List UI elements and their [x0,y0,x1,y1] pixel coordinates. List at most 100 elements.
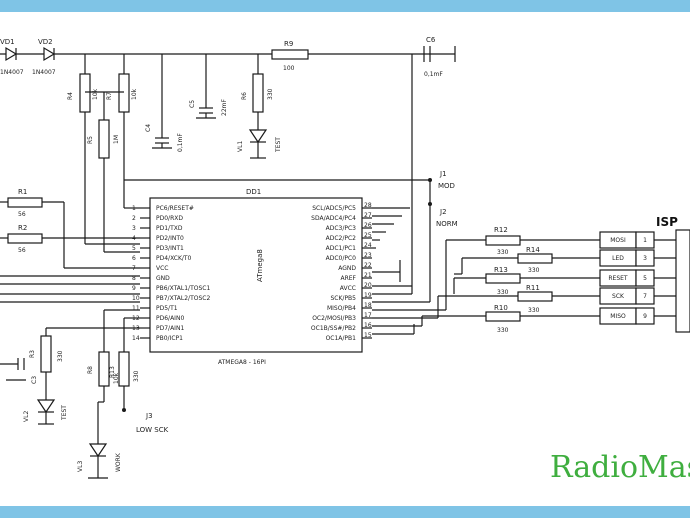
mcu-pin-number: 3 [132,225,136,232]
mcu-right-pins: 28SCL/ADC5/PC527SDA/ADC4/PC426ADC3/PC325… [311,202,372,342]
mcu-pin-name: PB6/XTAL1/TOSC1 [156,285,210,292]
mcu-pin-name: AREF [340,275,356,282]
mcu-right-wiring: J1 MOD J2 NORM [372,170,458,335]
mcu-pin-name: ADC1/PC1 [326,245,357,252]
mcu-body [149,197,363,353]
c3-label: C3 [31,376,38,384]
mcu-pin-number: 28 [364,202,372,209]
c4-label: C4 [145,124,152,132]
isp-pin-name: LED [612,255,624,262]
isp-pin-number: 1 [643,237,647,244]
isp-pin-name: MOSI [610,237,626,244]
resistor-r7 [118,73,130,113]
r7-value: 10k [131,88,138,100]
mcu-pin-name: PD1/TXD [156,225,183,232]
mcu-pin-name: ADC3/PC3 [326,225,357,232]
frame-bottom-border [0,506,690,518]
r9-value: 100 [283,65,295,72]
resistor-r9 [271,49,309,60]
mcu-pin-number: 22 [364,262,372,269]
r1-label: R1 [18,188,27,196]
r7-label: R7 [106,92,113,100]
resistor-r13-sck [118,351,130,387]
led-test-group: R3 330 VL2 TEST C3 [6,335,68,425]
mcu-pin-number: 21 [364,272,372,279]
mcu-package: ATMEGA8 - 16PI [218,359,266,366]
r11-label: R11 [526,284,540,292]
r12-label: R12 [494,226,508,234]
mcu-pin-number: 11 [132,305,140,312]
mcu-pin-name: PD5/T1 [156,305,178,312]
mcu-pin-number: 23 [364,252,372,259]
vd1-label: VD1 [0,38,15,46]
r5-value: 1M [113,135,120,144]
supply-decoupling: C4 0,1mF C5 22mF R6 330 VL1 TEST [145,54,282,159]
r10-label: R10 [494,304,508,312]
isp-pin-number: 7 [643,293,647,300]
vd2-label: VD2 [38,38,53,46]
r10-value: 330 [497,327,509,334]
mcu-pin-name: PC6/RESET# [156,205,194,212]
vl2-label: VL2 [23,411,30,422]
c4-value: 0,1mF [177,133,184,152]
j1-value: MOD [438,182,455,190]
isp-resistors: R12 330 R14 330 R13 330 R11 330 R10 [413,226,600,334]
led-vl2 [36,399,56,414]
isp-title: ISP [656,215,678,229]
resistor-r11 [517,291,553,302]
mcu-pin-number: 24 [364,242,372,249]
r8-label: R8 [87,366,94,374]
mcu-pin-name: AVCC [340,285,356,292]
mcu-pin-number: 14 [132,335,140,342]
r13-label: R13 [109,366,116,378]
mcu-pin-number: 15 [364,332,372,339]
vl1-label: VL1 [237,141,244,152]
diode-vd1 [5,46,18,62]
j2-label: J2 [439,208,447,216]
r13b-label: R13 [494,266,508,274]
mcu-pin-number: 6 [132,255,136,262]
r9-label: R9 [284,40,293,48]
mcu-pin-name: SDA/ADC4/PC4 [311,215,356,222]
mcu-pin-name: PD6/AIN0 [156,315,184,322]
mcu-pin-name: OC1B/SS#/PB2 [311,325,356,332]
r13-value: 330 [133,370,140,382]
mcu-pin-name: ADC2/PC2 [326,235,357,242]
mcu-pin-number: 5 [132,245,136,252]
isp-pin-number: 5 [643,275,647,282]
led-vl3 [88,443,108,458]
isp-header-body [675,229,690,333]
watermark: RadioMaster [550,450,690,485]
vl1-value: TEST [275,137,282,153]
input-resistors: R1 56 R2 56 [0,188,140,268]
mcu-pin-number: 16 [364,322,372,329]
mcu-pin-name: OC1A/PB1 [326,335,357,342]
mcu-left-wiring [0,179,430,365]
mcu-pin-name: PD7/AIN1 [156,325,184,332]
mcu-pin-name: AGND [338,265,356,272]
vd2-value: 1N4007 [32,69,56,76]
led-vl1 [248,129,268,144]
resistor-r14 [517,253,553,264]
resistor-r5 [98,119,110,159]
top-power-rail: VD1 1N4007 VD2 1N4007 R9 100 C6 0,1mF [0,36,456,294]
resistor-r12 [485,235,521,246]
c5-value: 22mF [221,99,228,116]
mcu-pin-name: PB7/XTAL2/TOSC2 [156,295,210,302]
mcu-name: ATmega8 [256,249,264,282]
sck-group: R8 10k R13 330 J3 LOW SCK VL3 WORK [77,351,169,479]
mcu-pin-number: 20 [364,282,372,289]
mcu-pin-name: SCK/PB5 [330,295,356,302]
resistor-r3 [40,335,52,373]
schematic-diagram: VD1 1N4007 VD2 1N4007 R9 100 C6 0,1mF [0,36,690,485]
c6-value: 0,1mF [424,71,443,78]
vd1-value: 1N4007 [0,69,24,76]
j1-label: J1 [439,170,447,178]
j3-value: LOW SCK [136,426,169,434]
r2-label: R2 [18,224,27,232]
mcu-pin-name: PD3/INT1 [156,245,184,252]
mcu-pin-number: 2 [132,215,136,222]
vl3-label: VL3 [77,461,84,472]
